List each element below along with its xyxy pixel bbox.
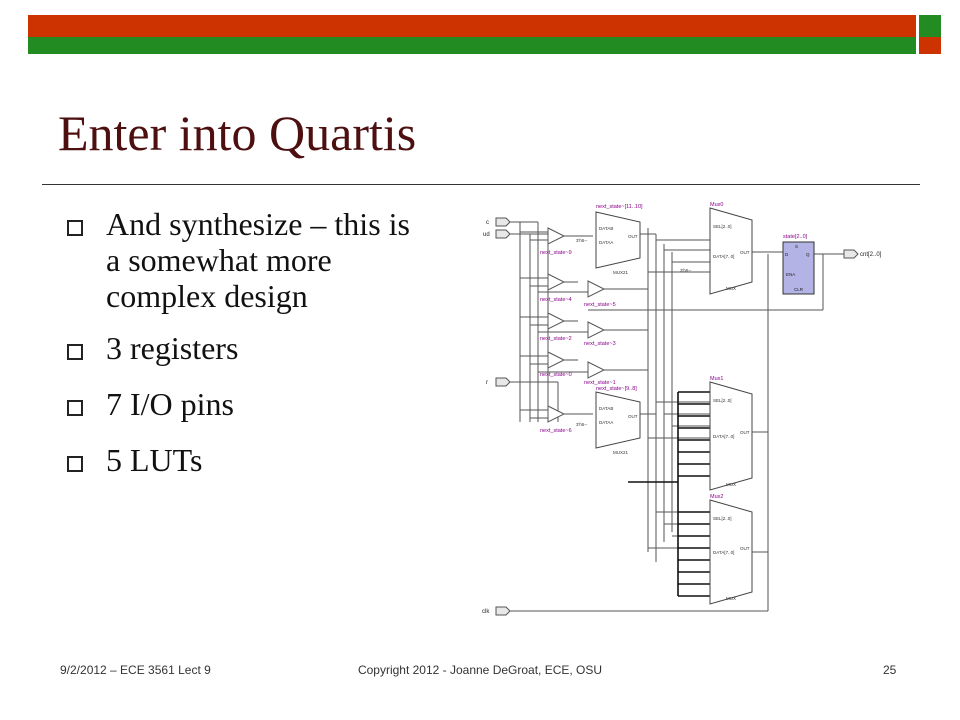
hollow-square-bullet-icon bbox=[67, 400, 83, 416]
gate-ns3 bbox=[587, 321, 606, 339]
signal-label-ns4: next_state~4 bbox=[540, 297, 572, 303]
gate-ns5 bbox=[587, 280, 606, 298]
mux2-sel: SEL[2..0] bbox=[713, 516, 732, 521]
mux21-lower-out: OUT bbox=[628, 414, 638, 419]
mux21-lower bbox=[595, 391, 641, 449]
const-label-1: 3'h5-- bbox=[576, 238, 588, 243]
gate-ns2 bbox=[547, 312, 566, 330]
mux-label-mux0: Mux0 bbox=[710, 202, 723, 208]
bullet-item: And synthesize – this is a somewhat more… bbox=[60, 206, 426, 314]
mux2-name: MUX bbox=[726, 596, 736, 601]
gate-ns0 bbox=[547, 351, 566, 369]
footer-copyright: Copyright 2012 - Joanne DeGroat, ECE, OS… bbox=[357, 663, 603, 677]
signal-label-ns6: next_state~6 bbox=[540, 428, 572, 434]
mux0-data: DATA[7..0] bbox=[713, 254, 734, 259]
bullet-list: And synthesize – this is a somewhat more… bbox=[60, 206, 426, 478]
gate-ns1 bbox=[587, 361, 606, 379]
mux0-out: OUT bbox=[740, 250, 750, 255]
register-pin-ena: ENA bbox=[786, 272, 795, 277]
mux21-upper-out: OUT bbox=[628, 234, 638, 239]
input-pin-c bbox=[495, 217, 511, 227]
mux21-lower-dataa: DATAA bbox=[599, 420, 613, 425]
signal-label-ns9: next_state~9 bbox=[540, 250, 572, 256]
slide-title: Enter into Quartis bbox=[58, 105, 417, 161]
mux1-sel: SEL[2..0] bbox=[713, 398, 732, 403]
input-pin-clk bbox=[495, 606, 511, 616]
register-pin-q: Q bbox=[806, 252, 810, 257]
bullet-text: And synthesize – this is a somewhat more… bbox=[106, 206, 410, 314]
mux0-block bbox=[709, 207, 753, 295]
signal-label-ns0: next_state~0 bbox=[540, 372, 572, 378]
state-register bbox=[782, 241, 815, 295]
signal-label-ns1110: next_state~[11..10] bbox=[596, 204, 643, 210]
const-label-3: 3'h5-- bbox=[680, 268, 692, 273]
header-bar-red bbox=[28, 15, 916, 37]
mux2-out: OUT bbox=[740, 546, 750, 551]
mux2-data: DATA[7..0] bbox=[713, 550, 734, 555]
output-pin-cnt bbox=[843, 249, 859, 259]
bullet-item: 7 I/O pins bbox=[60, 386, 426, 422]
bullet-item: 5 LUTs bbox=[60, 442, 426, 478]
hollow-square-bullet-icon bbox=[67, 344, 83, 360]
mux2-block bbox=[709, 499, 753, 605]
output-label-cnt: cnt[2..0] bbox=[860, 252, 882, 258]
input-label-r: r bbox=[486, 380, 488, 386]
mux1-block bbox=[709, 381, 753, 491]
mux-label-mux1: Mux1 bbox=[710, 376, 723, 382]
bullet-item: 3 registers bbox=[60, 330, 426, 366]
mux1-data: DATA[7..0] bbox=[713, 434, 734, 439]
signal-label-ns5: next_state~5 bbox=[584, 302, 616, 308]
register-pin-d: D bbox=[785, 252, 789, 257]
bullet-text: 3 registers bbox=[106, 330, 239, 366]
mux-label-mux2: Mux2 bbox=[710, 494, 723, 500]
signal-label-ns1: next_state~1 bbox=[584, 380, 616, 386]
input-label-clk: clk bbox=[482, 609, 490, 615]
signal-label-ns3: next_state~3 bbox=[584, 341, 616, 347]
mux0-name: MUX bbox=[726, 286, 736, 291]
rtl-schematic: c ud r clk cnt[2..0] next_state~9 next_s… bbox=[482, 202, 882, 616]
mux21-upper-dataa: DATAA bbox=[599, 240, 613, 245]
input-pin-ud bbox=[495, 229, 511, 239]
mux21-upper-datab: DATAB bbox=[599, 226, 613, 231]
header-square-green bbox=[919, 15, 941, 37]
footer-date: 9/2/2012 – ECE 3561 Lect 9 bbox=[60, 663, 211, 677]
mux1-name: MUX bbox=[726, 482, 736, 487]
input-pin-r bbox=[495, 377, 511, 387]
gate-ns6 bbox=[547, 405, 566, 423]
footer-page-number: 25 bbox=[883, 663, 897, 677]
gate-ns9 bbox=[547, 227, 566, 245]
hollow-square-bullet-icon bbox=[67, 220, 83, 236]
register-pin-clr: CLR bbox=[794, 287, 804, 292]
mux1-out: OUT bbox=[740, 430, 750, 435]
input-label-c: c bbox=[486, 220, 489, 226]
mux21-upper-name: MUX21 bbox=[613, 270, 629, 275]
hollow-square-bullet-icon bbox=[67, 456, 83, 472]
signal-label-ns2: next_state~2 bbox=[540, 336, 572, 342]
header-square-red bbox=[919, 37, 941, 54]
register-pin-s: S bbox=[795, 244, 798, 249]
mux0-sel: SEL[2..0] bbox=[713, 224, 732, 229]
bullet-text: 5 LUTs bbox=[106, 442, 203, 478]
register-label-state: state[2..0] bbox=[783, 234, 808, 240]
title-divider bbox=[42, 184, 920, 185]
mux21-lower-datab: DATAB bbox=[599, 406, 613, 411]
gate-ns4 bbox=[547, 273, 566, 291]
input-label-ud: ud bbox=[483, 232, 490, 238]
header-bar-green bbox=[28, 37, 916, 54]
signal-label-ns98: next_state~[9..8] bbox=[596, 386, 637, 392]
mux21-lower-name: MUX21 bbox=[613, 450, 629, 455]
mux21-upper bbox=[595, 211, 641, 269]
const-label-2: 3'h5-- bbox=[576, 422, 588, 427]
bullet-text: 7 I/O pins bbox=[106, 386, 234, 422]
